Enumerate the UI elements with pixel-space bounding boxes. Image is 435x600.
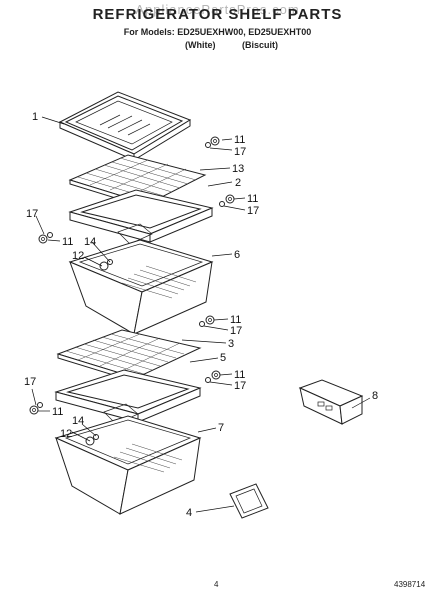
callout-11: 11	[230, 314, 241, 326]
part-7-lower-crisper-drawer	[54, 415, 202, 515]
leader-lines	[31, 116, 371, 513]
callout-2: 2	[235, 177, 241, 189]
callout-17: 17	[234, 380, 246, 392]
callout-12: 12	[60, 428, 72, 440]
callout-labels: 1 11 17 13 2 11 17 17 11 14 12 6 11 17 3…	[24, 111, 378, 519]
callout-5: 5	[220, 352, 226, 364]
diagram-title: REFRIGERATOR SHELF PARTS	[92, 6, 343, 23]
callout-17: 17	[24, 376, 36, 388]
callout-11: 11	[234, 134, 245, 146]
callout-13: 13	[232, 163, 244, 175]
callout-17: 17	[247, 205, 259, 217]
callout-1: 1	[32, 111, 38, 123]
callout-4: 4	[186, 507, 192, 519]
callout-12: 12	[72, 250, 84, 262]
callout-17: 17	[234, 146, 246, 158]
part-5-crisper-frame	[54, 369, 202, 425]
watermark-text: AppliancePartsPros.com	[135, 2, 300, 17]
variant-biscuit: (Biscuit)	[242, 40, 278, 50]
part-8-small-bin	[298, 379, 364, 425]
models-line: For Models: ED25UEXHW00, ED25UEXHT00	[123, 27, 312, 37]
callout-7: 7	[218, 422, 224, 434]
callout-11: 11	[234, 369, 245, 381]
part-6-upper-crisper-drawer	[68, 239, 214, 335]
part-4-label	[229, 483, 269, 519]
document-number: 4398714	[394, 580, 426, 589]
part-1-glass-shelf	[58, 91, 192, 161]
callout-14: 14	[84, 236, 96, 248]
callout-11: 11	[52, 406, 63, 418]
variant-white: (White)	[185, 40, 216, 50]
callout-11: 11	[247, 193, 258, 205]
callout-11: 11	[62, 236, 73, 248]
page-number: 4	[214, 580, 219, 589]
callout-6: 6	[234, 249, 240, 261]
callout-14: 14	[72, 415, 84, 427]
fasteners	[29, 136, 235, 446]
callout-17: 17	[26, 208, 38, 220]
callout-8: 8	[372, 390, 378, 402]
callout-17: 17	[230, 325, 242, 337]
part-2-crisper-frame	[68, 189, 214, 245]
callout-3: 3	[228, 338, 234, 350]
